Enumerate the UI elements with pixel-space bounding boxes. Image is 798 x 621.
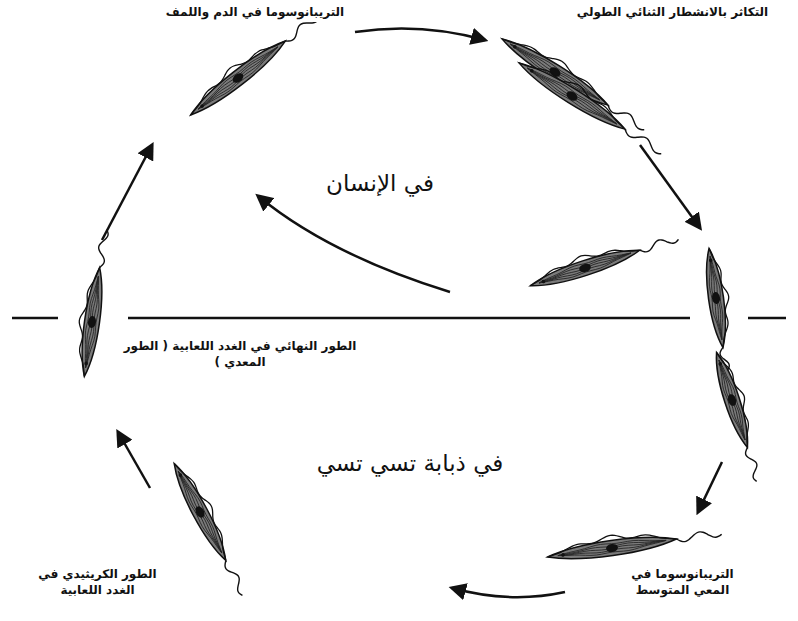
stage-label: الطور الكريثيدي في الغدد اللعابية <box>30 566 165 599</box>
host-label: في ذبابة تسي تسي <box>285 448 535 480</box>
stage-label: الطور النهائي في الغدد اللعابية ( الطور … <box>120 338 360 371</box>
host-label: في الإنسان <box>300 168 460 200</box>
stage-label: التريبانوسوما في الدم واللمف <box>150 4 360 22</box>
cycle-arrows <box>102 28 722 597</box>
trypanosome <box>702 247 741 384</box>
trypanosome <box>709 349 770 484</box>
trypanosome <box>183 5 323 121</box>
stage-label: التكاثر بالانشطار الثنائي الطولي <box>555 4 790 22</box>
divider-line <box>12 317 786 320</box>
stage-label: التريبانوسوما في المعي المتوسط <box>615 566 750 599</box>
trypanosome <box>168 457 256 598</box>
trypanosome <box>546 520 723 564</box>
trypanosome <box>72 228 113 378</box>
trypanosome <box>498 28 652 135</box>
trypanosome <box>515 52 669 159</box>
trypanosome <box>526 226 680 293</box>
